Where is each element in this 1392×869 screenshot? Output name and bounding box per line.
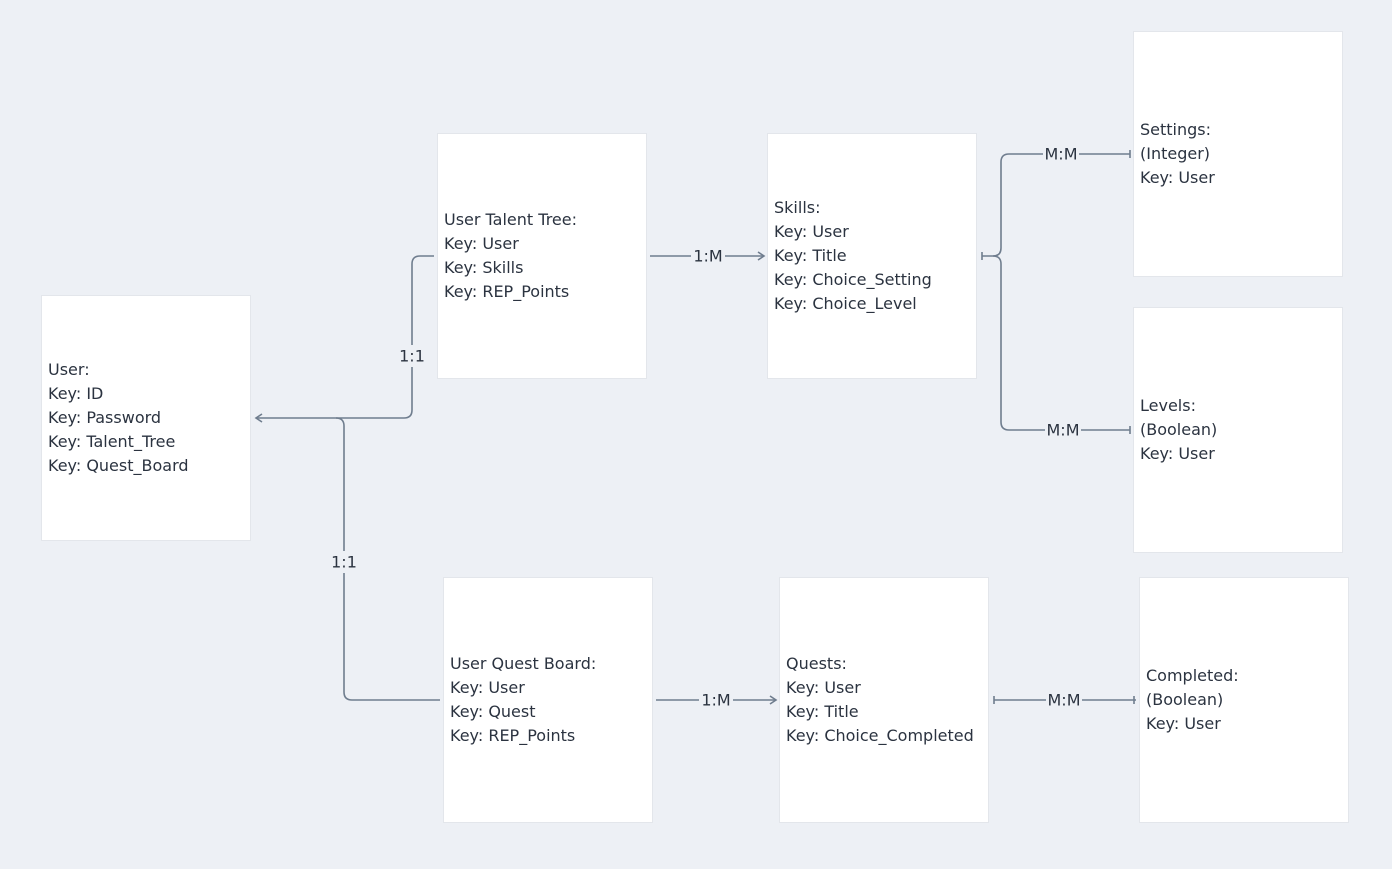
entity-quest-board-field: Key: Quest	[450, 702, 536, 721]
entity-settings-type: (Integer)	[1140, 144, 1211, 163]
label-user-quest-board: 1:1	[330, 551, 358, 573]
entity-quests-field: Key: Title	[786, 702, 859, 721]
label-quests-completed: M:M	[1046, 689, 1082, 711]
entity-quests-title: Quests:	[786, 654, 847, 673]
entity-completed-field: Key: User	[1146, 714, 1221, 733]
entity-talent-tree-field: Key: REP_Points	[444, 282, 570, 301]
entity-quests[interactable]: Quests: Key: User Key: Title Key: Choice…	[779, 577, 989, 823]
arrowhead-quests	[769, 695, 778, 705]
edge-user-quest-board	[335, 417, 440, 701]
svg-text:1:M: 1:M	[701, 691, 730, 710]
entity-levels-field: Key: User	[1140, 444, 1215, 463]
label-quest-board-quests: 1:M	[699, 689, 733, 711]
entity-settings[interactable]: Settings: (Integer) Key: User	[1133, 31, 1343, 277]
entity-settings-field: Key: User	[1140, 168, 1215, 187]
entity-skills-field: Key: User	[774, 222, 849, 241]
svg-text:M:M: M:M	[1047, 421, 1080, 440]
entity-user-field: Key: Quest_Board	[48, 456, 189, 475]
entity-levels[interactable]: Levels: (Boolean) Key: User	[1133, 307, 1343, 553]
entity-quest-board-field: Key: User	[450, 678, 525, 697]
entity-skills[interactable]: Skills: Key: User Key: Title Key: Choice…	[767, 133, 977, 379]
entity-user[interactable]: User: Key: ID Key: Password Key: Talent_…	[41, 295, 251, 541]
entity-completed[interactable]: Completed: (Boolean) Key: User	[1139, 577, 1349, 823]
entity-quests-field: Key: User	[786, 678, 861, 697]
svg-text:M:M: M:M	[1048, 691, 1081, 710]
entity-user-talent-tree[interactable]: User Talent Tree: Key: User Key: Skills …	[437, 133, 647, 379]
label-skills-levels: M:M	[1045, 419, 1081, 441]
entity-completed-type: (Boolean)	[1146, 690, 1224, 709]
entity-skills-field: Key: Choice_Setting	[774, 270, 932, 289]
edge-user-talent-tree	[256, 255, 434, 419]
edge-skills-levels	[992, 255, 1130, 431]
arrowhead-skills	[757, 251, 766, 261]
entity-user-quest-board[interactable]: User Quest Board: Key: User Key: Quest K…	[443, 577, 653, 823]
entity-talent-tree-title: User Talent Tree:	[444, 210, 577, 229]
entity-quest-board-field: Key: REP_Points	[450, 726, 576, 745]
svg-text:1:M: 1:M	[693, 247, 722, 266]
label-skills-settings: M:M	[1043, 143, 1079, 165]
edge-skills-settings	[982, 153, 1130, 257]
svg-text:1:1: 1:1	[399, 347, 425, 366]
arrowhead-user	[254, 413, 263, 423]
entity-skills-field: Key: Title	[774, 246, 847, 265]
entity-completed-title: Completed:	[1146, 666, 1239, 685]
entity-user-field: Key: Password	[48, 408, 162, 427]
entity-levels-title: Levels:	[1140, 396, 1196, 415]
entity-quests-field: Key: Choice_Completed	[786, 726, 974, 745]
label-user-talent-tree: 1:1	[398, 345, 426, 367]
entity-quest-board-title: User Quest Board:	[450, 654, 597, 673]
entity-skills-field: Key: Choice_Level	[774, 294, 917, 313]
entity-user-field: Key: Talent_Tree	[48, 432, 176, 451]
entity-user-field: Key: ID	[48, 384, 104, 403]
svg-text:M:M: M:M	[1045, 145, 1078, 164]
entity-user-title: User:	[48, 360, 90, 379]
entity-settings-title: Settings:	[1140, 120, 1212, 139]
entity-levels-type: (Boolean)	[1140, 420, 1218, 439]
entity-talent-tree-field: Key: Skills	[444, 258, 524, 277]
svg-text:1:1: 1:1	[331, 553, 357, 572]
label-talent-tree-skills: 1:M	[691, 245, 725, 267]
entity-talent-tree-field: Key: User	[444, 234, 519, 253]
entity-skills-title: Skills:	[774, 198, 821, 217]
